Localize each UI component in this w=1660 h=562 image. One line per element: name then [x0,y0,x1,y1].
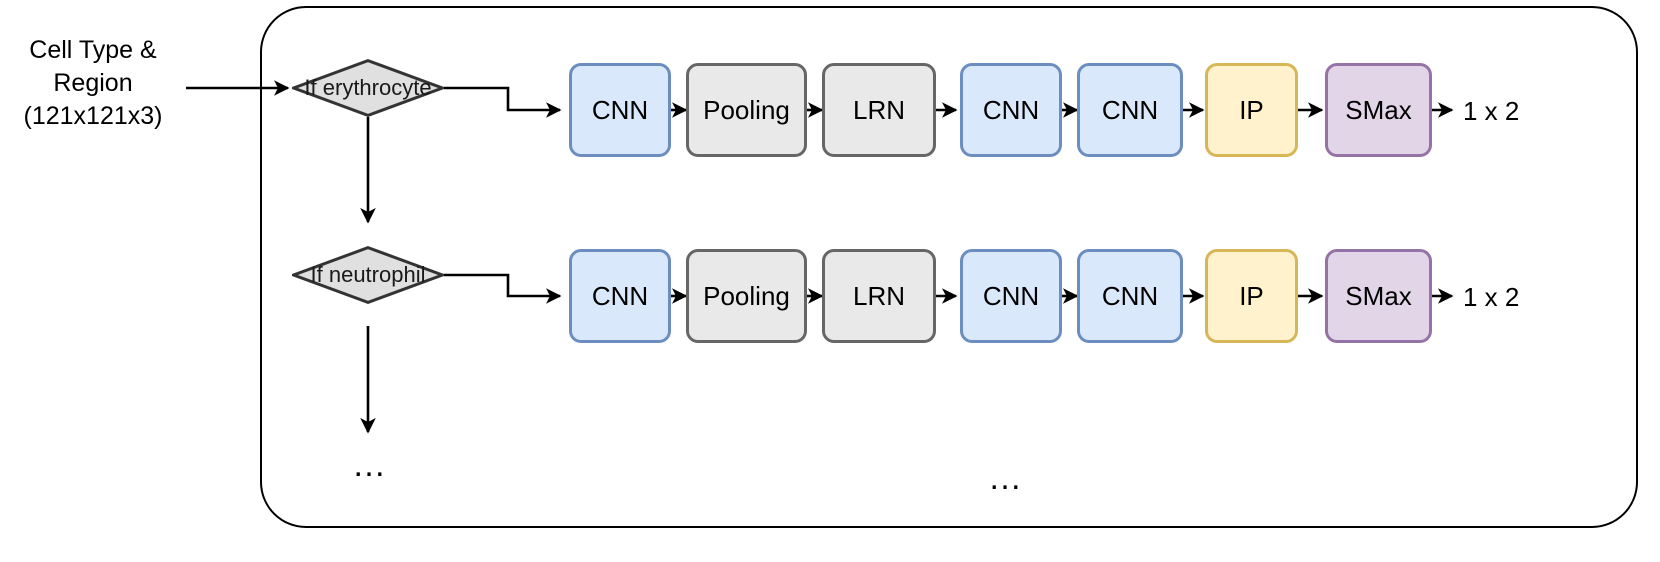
decision-label: If erythrocyte [304,75,432,100]
decision-if-neutrophil[interactable]: If neutrophil [292,246,444,304]
decision-label: If neutrophil [310,262,426,287]
pipeline-container [260,6,1638,528]
branch-ellipsis: … [352,446,388,484]
node-r2-ip[interactable]: IP [1205,249,1298,343]
edge-decision1-to-row1 [444,86,562,118]
input-label: Cell Type & Region (121x121x3) [23,36,163,130]
output-label-r1: 1 x 2 [1463,96,1520,126]
node-r2-cnn-2[interactable]: CNN [960,249,1062,343]
node-r2-pooling[interactable]: Pooling [686,249,807,343]
decision-if-erythrocyte[interactable]: If erythrocyte [292,59,444,117]
output-label-r2: 1 x 2 [1463,282,1520,312]
diamond-shape [292,59,444,117]
pipeline-ellipsis: … [988,459,1024,497]
node-r2-lrn[interactable]: LRN [822,249,936,343]
node-r1-lrn[interactable]: LRN [822,63,936,157]
node-r1-ip[interactable]: IP [1205,63,1298,157]
node-r2-cnn-1[interactable]: CNN [569,249,671,343]
node-r1-cnn-2[interactable]: CNN [960,63,1062,157]
node-r1-smax[interactable]: SMax [1325,63,1432,157]
edge-decision2-to-row2 [444,273,562,304]
node-r2-smax[interactable]: SMax [1325,249,1432,343]
diamond-shape [292,246,444,304]
node-r1-cnn-1[interactable]: CNN [569,63,671,157]
node-r2-cnn-3[interactable]: CNN [1077,249,1183,343]
node-r1-pooling[interactable]: Pooling [686,63,807,157]
node-r1-cnn-3[interactable]: CNN [1077,63,1183,157]
